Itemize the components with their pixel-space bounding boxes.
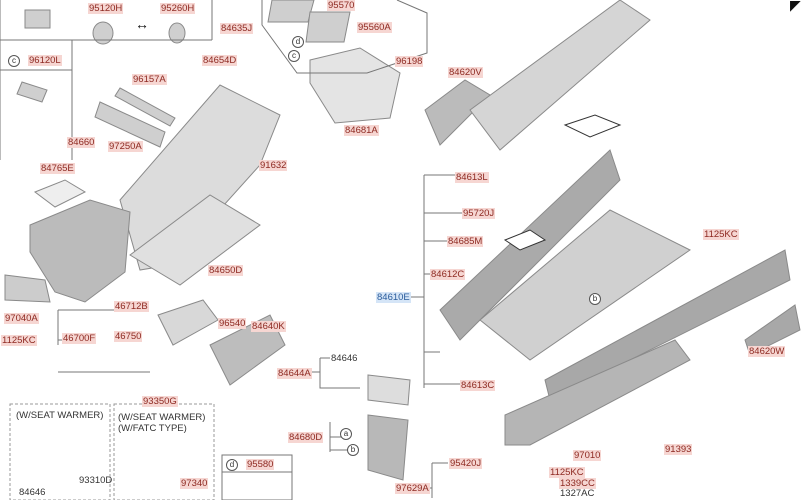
part-label-84650D[interactable]: 84650D: [208, 265, 244, 276]
part-label-84765E[interactable]: 84765E: [40, 163, 75, 174]
part-label-1339CC[interactable]: 1339CC: [559, 478, 596, 489]
part-96120L: [16, 81, 48, 103]
part-97250A: [94, 101, 166, 148]
part-label-46712B[interactable]: 46712B: [114, 301, 149, 312]
part-label-46750[interactable]: 46750: [114, 331, 143, 342]
part-label-84646[interactable]: 84646: [331, 353, 358, 364]
callout-a: a: [340, 428, 352, 440]
part-label-96157A[interactable]: 96157A: [132, 74, 167, 85]
part-96157A: [114, 87, 176, 127]
part-label-97629A[interactable]: 97629A: [395, 483, 430, 494]
part-label-96198[interactable]: 96198: [395, 56, 424, 67]
part-label-84635J[interactable]: 84635J: [220, 23, 254, 34]
part-label-84613L[interactable]: 84613L: [455, 172, 489, 183]
part-label-95560A[interactable]: 95560A: [357, 22, 392, 33]
part-84613C: [544, 249, 791, 401]
part-95560A: [305, 11, 351, 43]
note-seat-warmer-2: (W/SEAT WARMER): [118, 412, 206, 423]
part-label-95570[interactable]: 95570: [327, 0, 356, 11]
part-label-84610E[interactable]: 84610E: [376, 292, 411, 303]
part-label-1327AC[interactable]: 1327AC: [560, 488, 595, 499]
part-label-84640K[interactable]: 84640K: [251, 321, 286, 332]
part-46750: [157, 299, 219, 346]
part-label-95120H[interactable]: 95120H: [88, 3, 124, 14]
callout-b: b: [589, 293, 601, 305]
part-84685M: [503, 229, 547, 251]
part-label-93310D[interactable]: 93310D: [79, 475, 113, 486]
part-label-84681A[interactable]: 84681A: [344, 125, 379, 136]
part-label-84612C[interactable]: 84612C: [430, 269, 466, 280]
part-label-1125KC[interactable]: 1125KC: [549, 467, 585, 478]
part-97040A: [4, 274, 51, 303]
part-label-97340[interactable]: 97340: [180, 478, 209, 489]
part-84680D: [367, 414, 409, 481]
part-label-1125KC[interactable]: 1125KC: [1, 335, 37, 346]
note-seat-warmer: (W/SEAT WARMER): [16, 410, 104, 421]
part-95120H: [92, 21, 114, 45]
part-84765E: [33, 179, 87, 208]
part-84650D: [129, 194, 261, 286]
part-label-96120L[interactable]: 96120L: [28, 55, 62, 66]
part-84613L: [563, 114, 622, 138]
callout-c: c: [8, 55, 20, 67]
callout-d: d: [226, 459, 238, 471]
part-label-84660[interactable]: 84660: [67, 137, 96, 148]
95580-box: [221, 454, 293, 500]
part-label-84644A[interactable]: 84644A: [277, 368, 312, 379]
callout-c: c: [288, 50, 300, 62]
part-label-93350G[interactable]: 93350G: [142, 396, 178, 407]
part-label-97250A[interactable]: 97250A: [108, 141, 143, 152]
part-95260H: [168, 22, 186, 44]
part-label-96540[interactable]: 96540: [218, 318, 247, 329]
callout-d: d: [292, 36, 304, 48]
part-label-97040A[interactable]: 97040A: [4, 313, 39, 324]
part-84644A: [367, 374, 411, 406]
part-label-84620W[interactable]: 84620W: [748, 346, 786, 357]
part-storage-box: [309, 47, 401, 124]
part-label-84680D[interactable]: 84680D: [288, 432, 324, 443]
part-label-95260H[interactable]: 95260H: [160, 3, 196, 14]
part-label-91632[interactable]: 91632: [259, 160, 288, 171]
part-label-1125KC[interactable]: 1125KC: [703, 229, 739, 240]
part-console-body: [479, 209, 691, 361]
part-label-84620V[interactable]: 84620V: [448, 67, 483, 78]
part-label-84685M[interactable]: 84685M: [447, 236, 484, 247]
part-label-84646[interactable]: 84646: [19, 487, 46, 498]
note-fatc-type: (W/FATC TYPE): [118, 423, 187, 434]
part-label-95580[interactable]: 95580: [246, 459, 275, 470]
part-label-97010[interactable]: 97010: [573, 450, 602, 461]
part-84640K: [209, 314, 286, 386]
part-97010: [504, 339, 691, 446]
part-label-84654D[interactable]: 84654D: [202, 55, 238, 66]
corner-arrow-icon: ◤: [790, 0, 801, 13]
part-label-91393[interactable]: 91393: [664, 444, 693, 455]
part-armrest: [29, 199, 131, 303]
swap-arrow-icon: ↔: [135, 16, 149, 32]
part-label-95420J[interactable]: 95420J: [449, 458, 483, 469]
part-main-console: [469, 0, 651, 151]
part-label-95720J[interactable]: 95720J: [462, 208, 496, 219]
part-knob: [24, 9, 51, 29]
part-label-46700F[interactable]: 46700F: [62, 333, 97, 344]
callout-b: b: [347, 444, 359, 456]
seat-warmer-box: [9, 403, 111, 500]
part-label-84613C[interactable]: 84613C: [460, 380, 496, 391]
part-95570: [267, 0, 315, 23]
